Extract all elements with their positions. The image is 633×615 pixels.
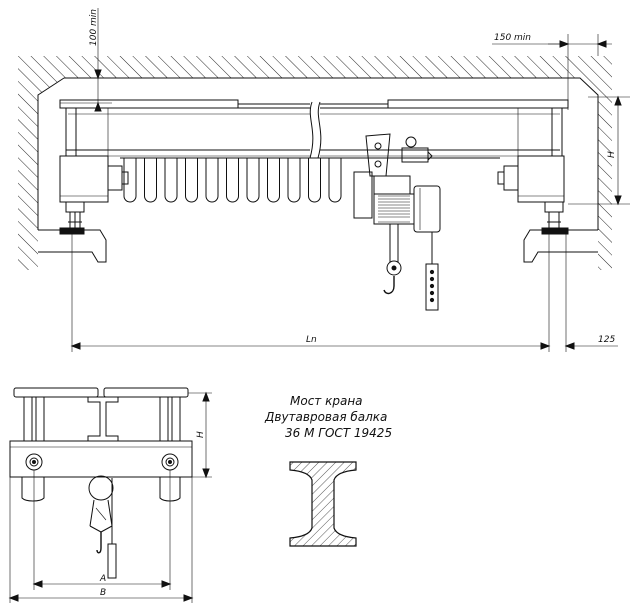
dim-height-side-label: H (196, 431, 206, 438)
dim-rail-offset-label: 125 (598, 335, 615, 345)
caption-line-2: Двутавровая балка (264, 410, 387, 424)
wall-hatching (18, 56, 612, 270)
beam-caption: Мост крана Двутавровая балка 36 М ГОСТ 1… (264, 394, 392, 440)
dim-height-main-label: H (607, 151, 617, 158)
left-rail-support (38, 229, 107, 263)
hoist-motor (413, 185, 441, 233)
top-plate-left (59, 99, 239, 109)
hoist-trolley (353, 133, 441, 311)
festoon-cable (120, 157, 500, 203)
building-walls (18, 56, 612, 270)
right-rail (541, 227, 569, 235)
right-rail-support (523, 229, 598, 263)
hook (383, 276, 395, 295)
hoist-gearbox (353, 171, 373, 219)
hook-block (386, 260, 402, 276)
wall-outline (37, 77, 599, 230)
dim-width-b-label: B (100, 588, 106, 598)
end-truck-right (497, 155, 565, 229)
dimension-clearance-top: 100 min (60, 8, 112, 112)
dim-width-a-label: A (99, 574, 106, 584)
end-truck-left (59, 155, 129, 229)
dimension-rail-offset: 125 (564, 335, 618, 350)
top-plate-right (387, 99, 569, 109)
trolley-wheel (405, 136, 417, 148)
caption-line-3: 36 М ГОСТ 19425 (285, 426, 392, 440)
dim-clearance-side-label: 150 min (494, 33, 531, 43)
side-end-carriage (9, 440, 193, 478)
pendant-control (425, 263, 439, 311)
crane-bridge (59, 99, 569, 159)
caption-line-1: Мост крана (290, 394, 363, 408)
side-sheave (88, 475, 114, 501)
i-beam-section (289, 461, 357, 547)
dimension-span: Ln (70, 234, 567, 352)
left-rail (59, 227, 85, 235)
dimension-height-main: H (568, 95, 630, 206)
rope-winding (378, 198, 410, 218)
dim-span-label: Ln (306, 335, 317, 345)
dimension-clearance-side: 150 min (492, 33, 612, 110)
trolley-bracket (365, 133, 391, 177)
side-view: H A B (8, 387, 212, 603)
dim-clearance-top-label: 100 min (89, 9, 99, 46)
hoist-drum (373, 193, 415, 225)
